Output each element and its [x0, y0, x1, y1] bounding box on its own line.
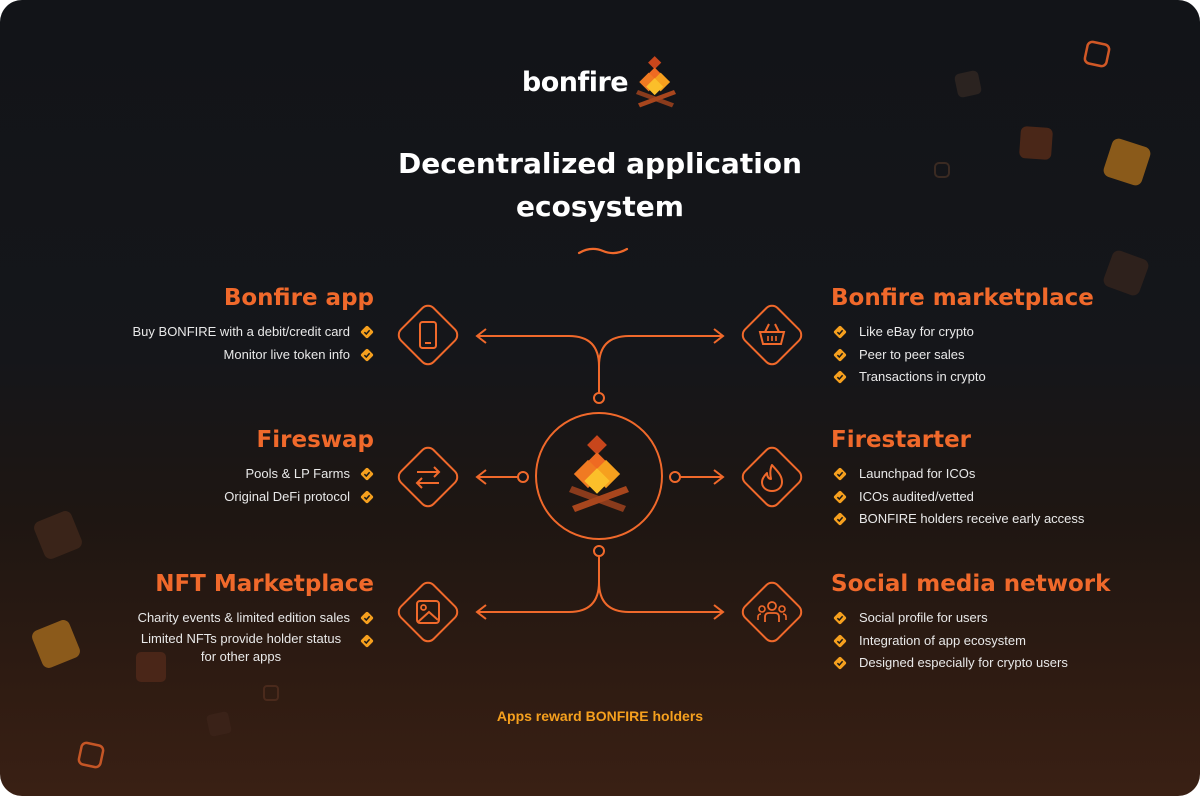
check-badge-icon [833, 512, 847, 526]
title-swoosh-divider [577, 247, 629, 255]
central-hub-circle [535, 412, 663, 540]
section-title-social-media: Social media network [831, 571, 1111, 597]
page-title: Decentralized application ecosystem [0, 142, 1200, 228]
nft-marketplace-feature-list: Charity events & limited edition sales L… [132, 607, 374, 666]
check-badge-icon [833, 467, 847, 481]
check-badge-icon [833, 634, 847, 647]
arrowhead [713, 469, 725, 485]
check-badge-icon [833, 490, 847, 503]
check-badge-icon [360, 325, 374, 339]
deco-square-outline [1083, 40, 1111, 68]
deco-square [206, 711, 232, 737]
arrowhead [475, 469, 487, 485]
list-item: Monitor live token info [133, 344, 374, 367]
swap-arrows-icon [397, 446, 459, 508]
deco-square-outline [934, 162, 950, 178]
deco-square [32, 620, 80, 668]
check-badge-icon [833, 611, 847, 625]
bonfire-app-feature-list: Buy BONFIRE with a debit/credit card Mon… [133, 321, 374, 366]
check-badge-icon [360, 611, 374, 625]
check-badge-icon [360, 490, 374, 503]
list-item: Pools & LP Farms [224, 463, 374, 486]
connector-dot [517, 471, 529, 483]
brand-logo: bonfire [0, 54, 1200, 110]
deco-square [1103, 250, 1149, 296]
deco-square [1103, 138, 1151, 186]
smartphone-icon [397, 304, 459, 366]
list-item: Buy BONFIRE with a debit/credit card [133, 321, 374, 344]
footer-tagline: Apps reward BONFIRE holders [496, 708, 704, 724]
check-badge-icon [360, 348, 374, 361]
connector-to-social [598, 581, 722, 613]
image-icon [397, 581, 459, 643]
section-title-firestarter: Firestarter [831, 427, 972, 453]
list-item: Designed especially for crypto users [833, 652, 1068, 675]
bonfire-logo-icon [636, 56, 677, 108]
deco-square [954, 70, 982, 98]
list-item: Like eBay for crypto [833, 321, 986, 344]
deco-square-outline [77, 741, 105, 769]
list-item: Limited NFTs provide holder status for o… [132, 630, 374, 666]
central-bonfire-icon [569, 435, 629, 512]
list-item: Integration of app ecosystem [833, 630, 1068, 653]
list-item: Social profile for users [833, 607, 1068, 630]
section-title-bonfire-marketplace: Bonfire marketplace [831, 285, 1094, 311]
list-item: Charity events & limited edition sales [132, 607, 374, 630]
deco-square [34, 511, 82, 559]
connector-dot [669, 471, 681, 483]
section-title-bonfire-app: Bonfire app [223, 285, 374, 311]
section-title-fireswap: Fireswap [256, 427, 374, 453]
check-badge-icon [833, 656, 847, 670]
check-badge-icon [360, 467, 374, 481]
deco-square-outline [263, 685, 279, 701]
list-item: Transactions in crypto [833, 366, 986, 389]
arrowhead [475, 604, 487, 620]
page-title-line-1: Decentralized application [398, 147, 802, 180]
check-badge-icon [833, 325, 847, 339]
arrowhead [713, 604, 725, 620]
list-item: Launchpad for ICOs [833, 463, 1084, 486]
list-item: ICOs audited/vetted [833, 486, 1084, 509]
connector-dot [593, 392, 605, 404]
bonfire-marketplace-feature-list: Like eBay for crypto Peer to peer sales … [833, 321, 986, 389]
check-badge-icon [360, 634, 374, 647]
section-title-nft-marketplace: NFT Marketplace [155, 571, 374, 597]
arrowhead [475, 328, 487, 344]
flame-icon [741, 446, 803, 508]
page-title-line-2: ecosystem [516, 190, 684, 223]
connector-to-marketplace [598, 335, 722, 367]
check-badge-icon [833, 348, 847, 361]
check-badge-icon [833, 370, 847, 384]
connector-dot [593, 545, 605, 557]
list-item: Original DeFi protocol [224, 486, 374, 509]
fireswap-feature-list: Pools & LP Farms Original DeFi protocol [224, 463, 374, 508]
arrowhead [713, 328, 725, 344]
social-media-feature-list: Social profile for users Integration of … [833, 607, 1068, 675]
basket-icon [741, 304, 803, 366]
deco-square [1019, 126, 1053, 160]
brand-wordmark: bonfire [521, 66, 629, 98]
deco-square [136, 652, 166, 682]
firestarter-feature-list: Launchpad for ICOs ICOs audited/vetted B… [833, 463, 1084, 531]
list-item: Peer to peer sales [833, 344, 986, 367]
list-item: BONFIRE holders receive early access [833, 508, 1084, 531]
connector-to-bonfire-app [478, 335, 600, 367]
users-icon [741, 581, 803, 643]
connector-to-nft [478, 581, 600, 613]
